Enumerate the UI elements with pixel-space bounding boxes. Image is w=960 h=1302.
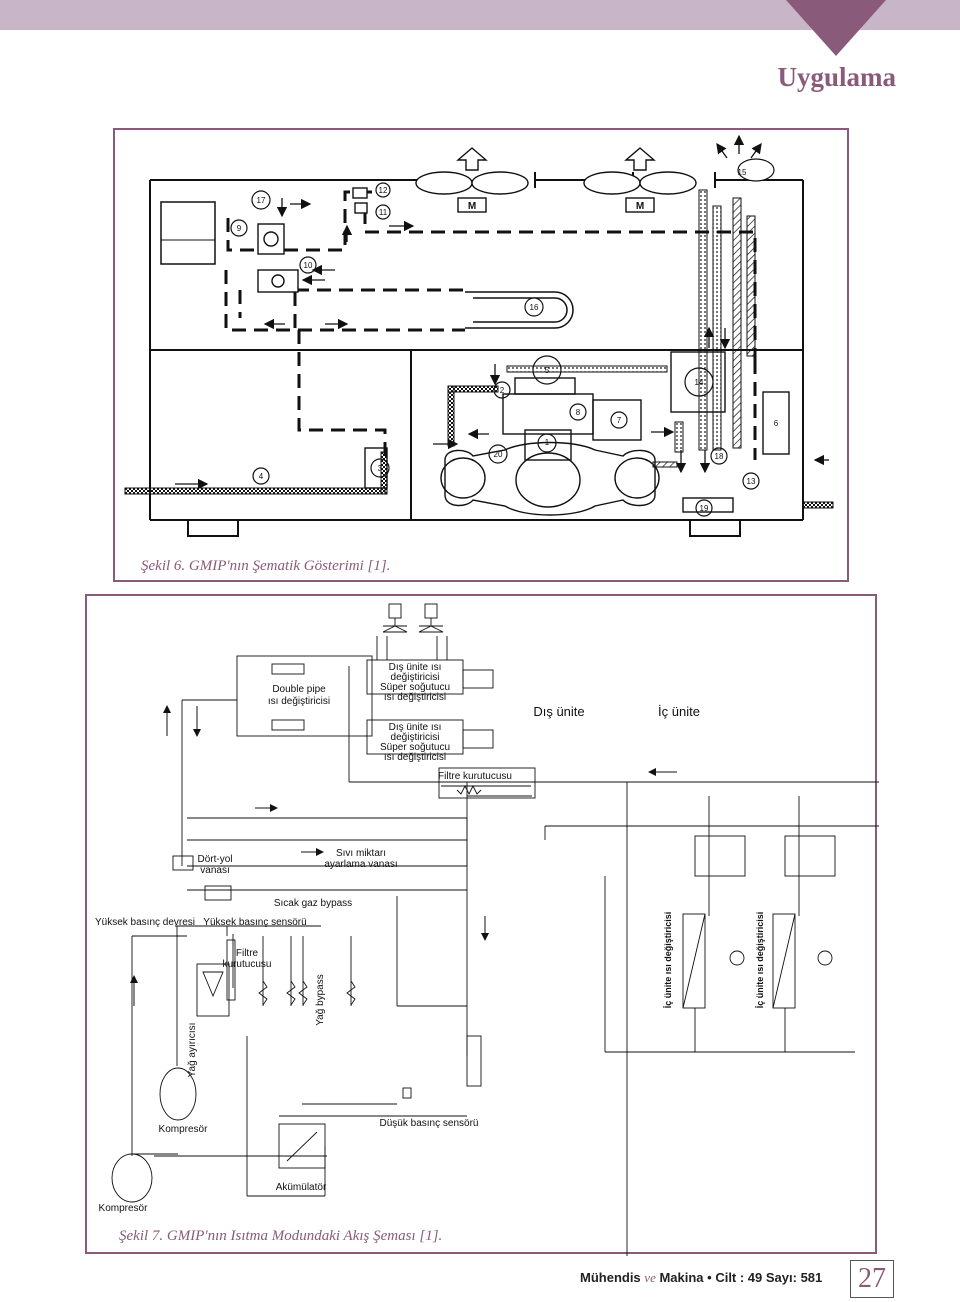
- component-labels: 1 2 3 4 5 6 7 8 9 10 11 12 13 14 15 16 1…: [237, 168, 779, 513]
- label-2: 2: [500, 386, 505, 395]
- label-17: 17: [257, 196, 266, 205]
- subcooler-a-label-2: ısı değiştiricisi: [384, 692, 446, 703]
- motor-label-2: M: [636, 201, 644, 212]
- header-corner-triangle: [786, 0, 886, 56]
- label-15: 15: [738, 168, 747, 177]
- label-8: 8: [576, 408, 581, 417]
- section-title: Uygulama: [777, 62, 896, 92]
- filter-dryer-low-label-2: kurutucusu: [223, 959, 272, 970]
- label-11: 11: [379, 208, 388, 217]
- figure-7-panel: Double pipe ısı değiştiricisi Dış ünite …: [85, 594, 879, 1256]
- liquid-valve-label-2: ayarlama vanası: [324, 859, 397, 870]
- subcooler-a-label-1: Süper soğutucu: [380, 682, 450, 693]
- liquid-valve-label-1: Sıvı miktarı: [336, 848, 386, 859]
- compressor-label-2: Kompresör: [99, 1203, 149, 1214]
- figure-7-caption: Şekil 7. GMIP'nın Isıtma Modundaki Akış …: [119, 1228, 443, 1244]
- label-20: 20: [494, 450, 503, 459]
- label-5: 5: [545, 366, 550, 375]
- motor-label-1: M: [468, 201, 476, 212]
- accumulator-label: Akümülatör: [276, 1182, 327, 1193]
- outdoor-unit-label: Dış ünite: [533, 704, 584, 719]
- journal-footer: Mühendis ve Makina • Cilt : 49 Sayı: 581: [580, 1270, 822, 1286]
- label-12: 12: [379, 186, 388, 195]
- subcooler-b-label-1: Süper soğutucu: [380, 742, 450, 753]
- figure-7-flow-diagram: Double pipe ısı değiştiricisi Dış ünite …: [95, 603, 879, 1256]
- indoor-hx-label-2: İç ünite ısı değiştiricisi: [755, 912, 765, 1009]
- label-7: 7: [617, 416, 622, 425]
- label-13: 13: [747, 477, 756, 486]
- double-pipe-label-1: Double pipe: [272, 684, 326, 695]
- filter-dryer-low-label-1: Filtre: [236, 948, 259, 959]
- oil-separator-label: Yağ ayırıcısı: [187, 1023, 198, 1078]
- label-10: 10: [304, 261, 313, 270]
- label-6: 6: [774, 419, 779, 428]
- label-1: 1: [545, 438, 550, 447]
- outdoor-hx-b-label-1: Dış ünite ısı: [389, 722, 442, 733]
- double-pipe-label-2: ısı değiştiricisi: [268, 696, 330, 707]
- label-16: 16: [530, 303, 539, 312]
- four-way-label-1: Dört-yol: [197, 854, 232, 865]
- outdoor-hx-b-label-2: değiştiricisi: [391, 732, 440, 743]
- high-pressure-sensor-label: Yüksek basınç sensörü: [203, 917, 306, 928]
- filter-dryer-top-label: Filtre kurutucusu: [438, 771, 512, 782]
- label-3: 3: [378, 464, 383, 473]
- high-pressure-circuit-label: Yüksek basınç devresi: [95, 917, 195, 928]
- figure-6-panel: M M: [113, 128, 849, 582]
- label-9: 9: [237, 224, 242, 233]
- hot-gas-bypass-label: Sıcak gaz bypass: [274, 898, 352, 909]
- journal-name-b: Makina • Cilt : 49 Sayı: 581: [659, 1270, 823, 1285]
- journal-name-a: Mühendis: [580, 1270, 641, 1285]
- label-14: 14: [695, 378, 704, 387]
- low-pressure-sensor-label: Düşük basınç sensörü: [380, 1118, 479, 1129]
- journal-name-ve: ve: [644, 1270, 656, 1285]
- indoor-unit-label: İç ünite: [658, 704, 700, 719]
- oil-bypass-label: Yağ bypass: [315, 974, 326, 1026]
- compressor-label-1: Kompresör: [159, 1124, 209, 1135]
- indoor-hx-label-1: İç ünite ısı değiştiricisi: [663, 912, 673, 1009]
- outdoor-hx-a-label-2: değiştiricisi: [391, 672, 440, 683]
- page-number: 27: [850, 1260, 894, 1298]
- four-way-label-2: vanası: [200, 865, 229, 876]
- figure-6-caption: Şekil 6. GMIP'nın Şematik Gösterimi [1].: [141, 558, 391, 574]
- subcooler-b-label-2: ısı değiştiricisi: [384, 752, 446, 763]
- label-4: 4: [259, 472, 264, 481]
- label-19: 19: [700, 504, 709, 513]
- figure-6-schematic: M M: [124, 134, 834, 537]
- outdoor-hx-a-label-1: Dış ünite ısı: [389, 662, 442, 673]
- label-18: 18: [715, 452, 724, 461]
